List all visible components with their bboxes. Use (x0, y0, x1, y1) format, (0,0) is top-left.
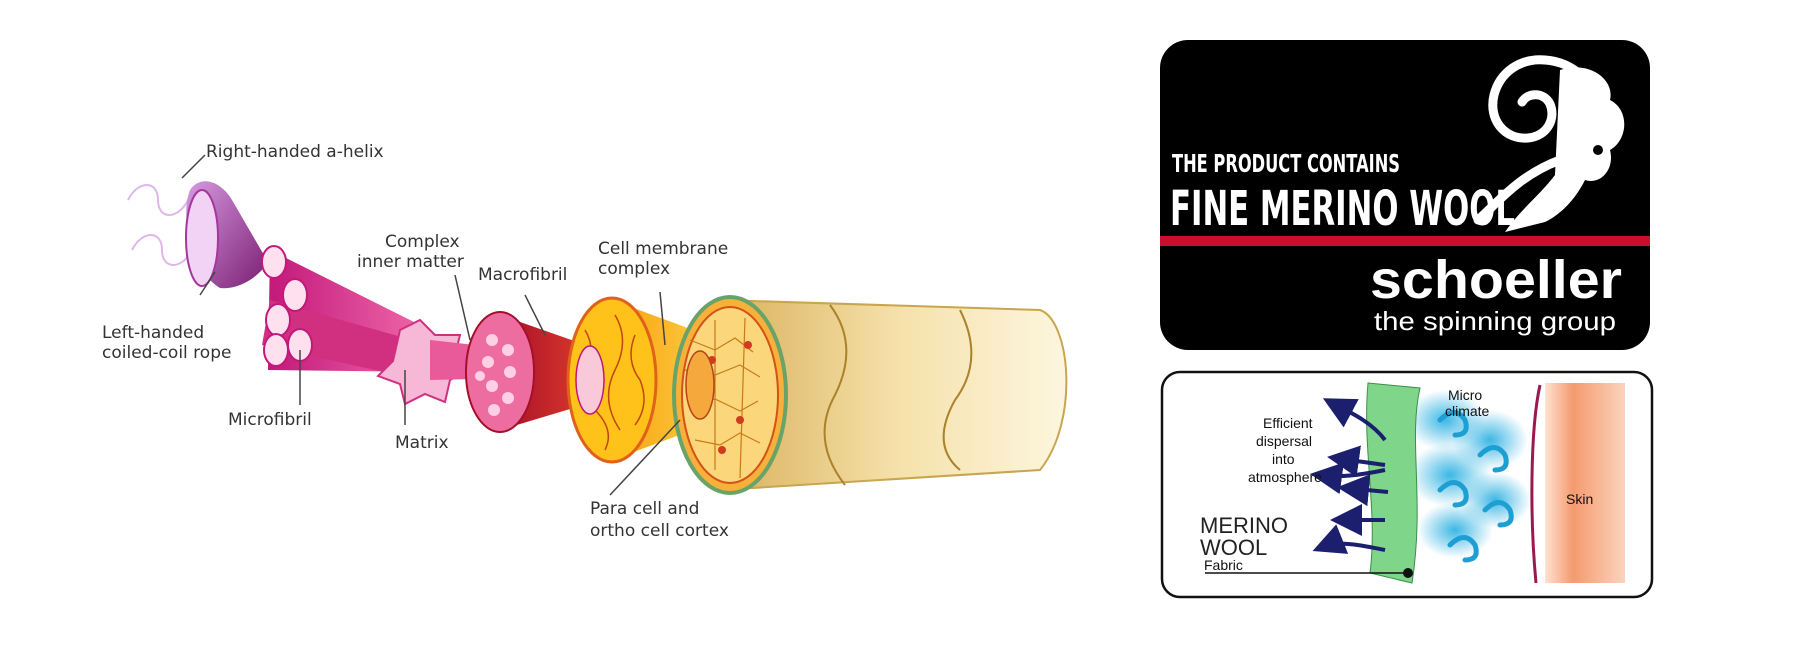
label-cell-membrane-line-2: complex (598, 259, 670, 279)
label-cell-membrane-line-1: Cell membrane (598, 239, 728, 259)
label-left-handed-line-2: coiled-coil rope (102, 343, 231, 363)
label-complex-line-1: Complex (385, 232, 460, 252)
label-para-ortho-line-2: ortho cell cortex (590, 521, 729, 541)
brand-name: schoeller (1370, 250, 1622, 310)
skin-boundary-line (1530, 384, 1542, 584)
micro-climate-line-1: Micro (1448, 387, 1482, 403)
brand-red-stripe (1160, 236, 1650, 246)
label-microfibril: Microfibril (228, 410, 312, 430)
cuticle-cylinder (672, 295, 1068, 495)
label-left-handed-line-1: Left-handed (102, 323, 204, 343)
fabric-label: Fabric (1204, 557, 1243, 573)
micro-climate-line-2: climate (1445, 403, 1490, 419)
dispersal-line-2: dispersal (1256, 433, 1312, 449)
brand-card: THE PRODUCT CONTAINS FINE MERINO WOOL sc… (1160, 40, 1650, 350)
dispersal-line-3: into (1272, 451, 1295, 467)
label-para-ortho-line-1: Para cell and (590, 499, 699, 519)
skin-label: Skin (1566, 491, 1593, 507)
fabric-pointer-dot (1403, 568, 1413, 578)
leader-lines (181, 154, 681, 496)
skin-layer (1545, 383, 1625, 583)
wool-fiber-diagram: Right-handed a-helix Left-handed coiled-… (102, 142, 1068, 541)
label-right-handed-helix: Right-handed a-helix (206, 142, 384, 162)
merino-label-line-2: WOOL (1200, 535, 1267, 560)
brand-card-background (1160, 40, 1650, 350)
label-matrix: Matrix (395, 433, 449, 453)
vapor-clouds (1405, 390, 1531, 563)
brand-tagline: the spinning group (1374, 306, 1616, 336)
dispersal-line-4: atmosphere (1248, 469, 1322, 485)
dispersal-arrows (1310, 398, 1389, 554)
ram-logo-icon (1473, 55, 1625, 232)
fabric-layer (1366, 382, 1421, 584)
label-complex-line-2: inner matter (357, 252, 464, 272)
coiled-coil-end (185, 189, 219, 287)
brand-line-2: FINE MERINO WOOL (1170, 181, 1515, 237)
brand-line-1: THE PRODUCT CONTAINS (1172, 149, 1400, 178)
dispersal-line-1: Efficient (1263, 415, 1313, 431)
label-macrofibril: Macrofibril (478, 265, 567, 285)
micro-climate-card: Efficient dispersal into atmosphere Micr… (1160, 370, 1654, 599)
microfibril-bundle (261, 245, 430, 380)
merino-label-line-1: MERINO (1200, 513, 1288, 538)
